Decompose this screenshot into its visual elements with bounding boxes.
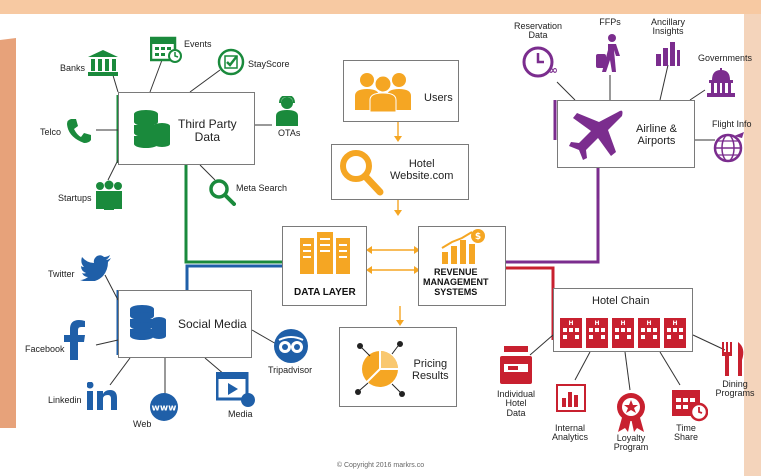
www-text: www — [152, 404, 177, 414]
ota-agent-icon — [276, 96, 298, 126]
meta-search-label: Meta Search — [236, 183, 288, 193]
linkedin-label: Linkedin — [48, 395, 82, 405]
startups-people-icon — [96, 180, 122, 210]
startups-label: Startups — [58, 193, 92, 203]
telephone-icon — [67, 119, 91, 143]
hotel-sign: H — [620, 320, 625, 327]
left-strip — [0, 38, 16, 428]
bank-icon — [88, 50, 118, 76]
individual-label: Individual Hotel Data — [496, 389, 536, 418]
dining-utensils-icon — [722, 342, 744, 376]
individual-hotel-icon — [500, 346, 532, 384]
stayscore-check-icon — [217, 48, 245, 76]
banks-label: Banks — [60, 63, 86, 73]
third-party-label: Third Party Data — [178, 117, 237, 145]
copyright-text: © Copyright 2016 markrs.co — [336, 462, 425, 469]
airline-label: Airline & Airports — [636, 123, 677, 148]
dining-label: Dining Programs — [715, 379, 755, 399]
media-label: Media — [228, 409, 253, 419]
database-icon — [134, 110, 170, 148]
loyalty-badge-icon — [617, 393, 645, 432]
airplane-icon — [569, 110, 623, 160]
pie-chart-icon — [355, 341, 405, 397]
hotel-connectors — [506, 266, 555, 340]
government-building-icon — [707, 68, 735, 97]
web-globe-icon: www — [150, 393, 178, 421]
orange-flow — [366, 122, 420, 326]
facebook-icon — [64, 320, 85, 360]
governments-label: Governments — [698, 53, 753, 63]
timeshare-label: Time Share — [673, 423, 699, 443]
linkedin-icon — [87, 382, 117, 410]
otas-label: OTAs — [278, 128, 301, 138]
internal-label: Internal Analytics — [551, 423, 589, 443]
users-icon — [355, 73, 411, 112]
timeshare-calendar-icon — [672, 390, 708, 422]
airline-box — [557, 100, 695, 168]
hotel-chain-label: Hotel Chain — [592, 295, 650, 307]
loyalty-label: Loyalty Program — [613, 433, 649, 453]
hotel-website-label: Hotel Website.com — [390, 158, 454, 183]
revenue-chart-icon: $ — [441, 229, 485, 264]
reservation-clock-icon: ∞ — [522, 46, 558, 78]
hotel-spokes — [529, 334, 726, 391]
tripadvisor-owl-icon — [274, 329, 308, 363]
social-spokes — [95, 274, 279, 395]
telco-label: Telco — [40, 127, 62, 137]
tripadvisor-label: Tripadvisor — [268, 365, 313, 375]
reservation-label: Reservation Data — [513, 21, 563, 41]
social-database-icon — [130, 305, 166, 340]
facebook-label: Facebook — [25, 344, 65, 354]
svg-text:$: $ — [475, 232, 481, 242]
hotel-sign: H — [594, 320, 599, 327]
third-party-spokes — [96, 59, 272, 181]
rms-label: REVENUE MANAGEMENT SYSTEMS — [423, 267, 489, 297]
airline-spokes — [556, 64, 715, 141]
svg-text:∞: ∞ — [548, 63, 558, 77]
twitter-label: Twitter — [48, 269, 75, 279]
twitter-bird-icon — [80, 255, 111, 281]
magnifier-icon — [340, 150, 384, 196]
media-player-icon — [216, 372, 255, 407]
calendar-icon — [150, 36, 182, 63]
events-label: Events — [184, 39, 212, 49]
stayscore-label: StayScore — [248, 59, 290, 69]
internal-analytics-icon — [556, 384, 586, 412]
data-layer-label: DATA LAYER — [294, 287, 356, 298]
rms-box — [418, 226, 506, 306]
pricing-label: Pricing Results — [412, 358, 449, 383]
flight-info-label: Flight Info — [712, 119, 752, 129]
traveler-icon — [596, 34, 620, 72]
web-label: Web — [133, 419, 152, 429]
right-strip — [744, 14, 761, 476]
meta-search-icon — [209, 179, 236, 206]
flight-globe-icon — [713, 132, 744, 163]
hotel-buildings-icon: H H H H H — [560, 318, 686, 348]
hotel-sign: H — [568, 320, 573, 327]
airline-connectors — [506, 100, 600, 264]
hotel-sign: H — [646, 320, 651, 327]
ffps-label: FFPs — [599, 17, 621, 27]
top-strip — [0, 0, 761, 14]
social-media-label: Social Media — [178, 317, 247, 331]
server-icon — [300, 232, 350, 274]
hotel-sign: H — [672, 320, 677, 327]
ancillary-bars-icon — [656, 42, 680, 66]
users-label: Users — [424, 92, 453, 104]
ancillary-label: Ancillary Insights — [650, 17, 686, 37]
